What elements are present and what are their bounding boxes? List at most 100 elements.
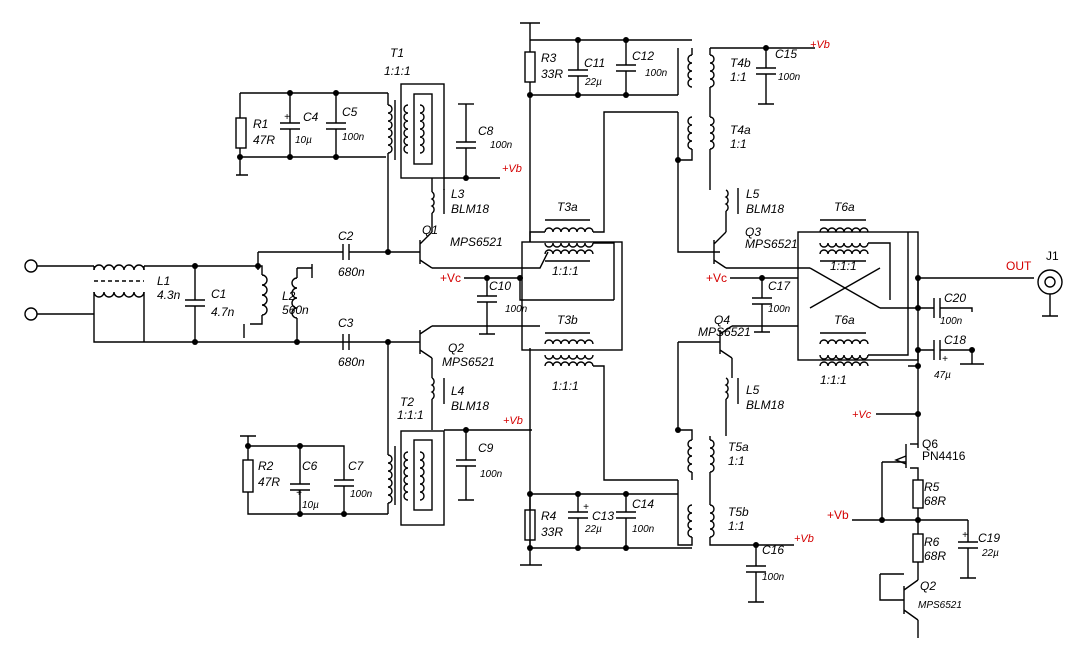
C3-label: C3 [338, 316, 354, 330]
T4a-ratio: 1:1 [730, 137, 747, 151]
input-transformer-L1 [93, 264, 145, 342]
C19-label: C19 [978, 531, 1000, 545]
C15-label: C15 [775, 47, 797, 61]
C13-label: C13 [592, 509, 614, 523]
C15-value: 100n [778, 72, 801, 83]
C20-value: 100n [940, 316, 963, 327]
L1-value: 4.3n [157, 288, 181, 302]
vb-label-t4: +Vb [810, 39, 830, 51]
Q2-value: MPS6521 [442, 355, 495, 369]
J1-outer [1037, 269, 1063, 295]
R5-value: 68R [924, 494, 946, 508]
C3-value: 680n [338, 355, 365, 369]
C10-label: C10 [489, 279, 511, 293]
T2-core-inner [413, 439, 433, 511]
L4-value: BLM18 [451, 399, 489, 413]
C16-value: 100n [762, 572, 785, 583]
C14-label: C14 [632, 497, 654, 511]
upper-driver: T1 1:1:1 R1 47R + C4 10µ C5 100n C8 100n… [235, 46, 549, 269]
C9-label: C9 [478, 441, 494, 455]
output-stage: +Vb C15 100n T4b 1:1 T4a 1:1 L5 BLM18 Q3… [675, 39, 830, 603]
Q1-label: Q1 [422, 223, 438, 237]
T5a-ratio: 1:1 [728, 454, 745, 468]
lower-driver: Q2 MPS6521 L4 BLM18 T2 1:1:1 C9 100n +Vb… [240, 325, 540, 526]
T1-core-inner [413, 93, 433, 165]
Q6-label: Q6 [922, 437, 938, 451]
T6a-top-label: T6a [834, 200, 855, 214]
C5-value: 100n [342, 132, 365, 143]
C16-label: C16 [762, 543, 784, 557]
T4a-label: T4a [730, 123, 751, 137]
L1-label: L1 [157, 274, 170, 288]
C6-plus: + [296, 488, 302, 499]
R6-resistor [912, 533, 924, 563]
T3a-ratio: 1:1:1 [552, 264, 579, 278]
C8-value: 100n [490, 140, 513, 151]
R4-label: R4 [541, 509, 557, 523]
C18-value: 47µ [934, 370, 951, 381]
R2-label: R2 [258, 459, 274, 473]
L4-label: L4 [451, 384, 465, 398]
J1-label: J1 [1046, 249, 1059, 263]
C14-value: 100n [632, 524, 655, 535]
C4-value: 10µ [295, 135, 312, 146]
C1-value: 4.7n [211, 305, 235, 319]
R1-resistor [235, 117, 247, 149]
bias-circuit: +Vc Q6 PN4416 R5 68R +Vb R6 68R + C19 22… [827, 409, 1000, 638]
C2-value: 680n [338, 265, 365, 279]
T3-frame [521, 241, 623, 351]
output-combiner: T6a 1:1:1 T6a 1:1:1 OUT J1 C20 100n C18 … [797, 200, 1063, 414]
Q2b-value: MPS6521 [918, 600, 962, 611]
Q2-label: Q2 [448, 341, 464, 355]
C1-label: C1 [211, 287, 226, 301]
Q3-value: MPS6521 [745, 237, 798, 251]
input-terminal-bottom [24, 307, 38, 321]
C17-label: C17 [768, 279, 791, 293]
T4b-ratio: 1:1 [730, 70, 747, 84]
C2-label: C2 [338, 229, 354, 243]
Q6-value: PN4416 [922, 449, 966, 463]
C13-value: 22µ [584, 524, 602, 535]
T1-core-outer [400, 83, 445, 179]
T2-label: T2 [400, 395, 414, 409]
R6-value: 68R [924, 549, 946, 563]
T6a-top-ratio: 1:1:1 [830, 259, 857, 273]
vb-label-c8: +Vb [502, 163, 522, 175]
Q3-label: Q3 [745, 225, 761, 239]
C6-value: 10µ [302, 500, 319, 511]
out-label: OUT [1006, 259, 1032, 273]
input-terminal-top [24, 259, 38, 273]
L3-label: L3 [451, 187, 465, 201]
vb-label-t5: +Vb [794, 533, 814, 545]
C19-value: 22µ [981, 548, 999, 559]
T2-ratio: 1:1:1 [397, 408, 424, 422]
C11-value: 22µ [584, 77, 602, 88]
Q2b-label: Q2 [920, 579, 936, 593]
J1-inner [1044, 276, 1056, 288]
R2-value: 47R [258, 475, 280, 489]
T1-ratio: 1:1:1 [384, 64, 411, 78]
C7-value: 100n [350, 489, 373, 500]
R1-label: R1 [253, 117, 268, 131]
T2-core-outer [400, 430, 445, 526]
vc-label-left: +Vc [440, 271, 461, 285]
L3-value: BLM18 [451, 202, 489, 216]
C18-label: C18 [944, 333, 966, 347]
C4-plus: + [284, 112, 290, 123]
L5bot-label: L5 [746, 383, 760, 397]
vb-label-bias: +Vb [827, 508, 849, 522]
R5-resistor [912, 479, 924, 509]
R2-resistor [242, 459, 254, 493]
C19-plus: + [962, 530, 968, 541]
R1-value: 47R [253, 133, 275, 147]
C13-plus: + [583, 502, 589, 513]
input-section: L1 4.3n C1 4.7n L2 560n C2 680n C3 680n [24, 229, 392, 369]
R3-label: R3 [541, 51, 557, 65]
T1-label: T1 [390, 46, 404, 60]
C20-label: C20 [944, 291, 966, 305]
L5top-label: L5 [746, 187, 760, 201]
C6-label: C6 [302, 459, 318, 473]
vc-label-bias: +Vc [852, 409, 872, 421]
T5b-label: T5b [728, 505, 749, 519]
C17-value: 100n [768, 304, 791, 315]
